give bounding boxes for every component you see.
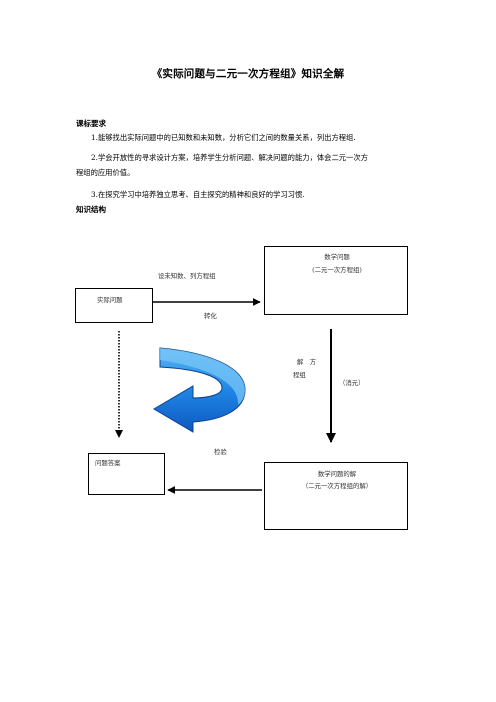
edge-label-setup: 设未知数、列方程组 xyxy=(158,272,216,280)
node-problem-answer: 问题答案 xyxy=(88,453,165,495)
document-title: 《实际问题与二元一次方程组》知识全解 xyxy=(151,68,345,80)
standards-item-2-cont: 程组的应用价值。 xyxy=(76,168,135,177)
node-math-solution-line2: （二元一次方程组的解） xyxy=(301,482,373,490)
section-heading-standards: 课标要求 xyxy=(76,119,106,128)
edge-label-elimination: （消元） xyxy=(339,379,365,387)
node-math-solution-line1: 数学问题的解 xyxy=(317,470,357,478)
section-heading-knowledge-structure: 知识结构 xyxy=(76,205,106,214)
edge-label-verify: 检验 xyxy=(214,448,227,456)
node-problem-answer-label: 问题答案 xyxy=(95,459,121,467)
node-math-problem-line2: (二元一次方程组) xyxy=(312,266,362,274)
node-actual-problem-label: 实际问题 xyxy=(97,296,123,304)
curved-return-arrow xyxy=(153,347,246,433)
standards-item-3: 3.在探究学习中培养独立思考、自主探究的精神和良好的学习习惯. xyxy=(91,190,305,199)
dotted-arrow-head xyxy=(115,430,123,438)
edge-label-solve-2: 程组 xyxy=(293,371,306,379)
node-math-problem-line1: 数学问题 xyxy=(324,253,350,261)
edge-label-transform: 转化 xyxy=(204,312,217,320)
standards-item-1: 1.能够找出实际问题中的已知数和未知数，分析它们之间的数量关系，列出方程组. xyxy=(91,133,356,142)
standards-item-2: 2.学会开放性的寻求设计方案，培养学生分析问题、解决问题的能力，体会二元一次方 xyxy=(91,153,368,162)
node-actual-problem: 实际问题 xyxy=(75,288,153,323)
node-math-problem: 数学问题 (二元一次方程组) xyxy=(264,246,408,315)
edge-label-solve-1: 解 方 xyxy=(297,358,317,366)
node-math-solution: 数学问题的解 （二元一次方程组的解） xyxy=(264,462,408,530)
